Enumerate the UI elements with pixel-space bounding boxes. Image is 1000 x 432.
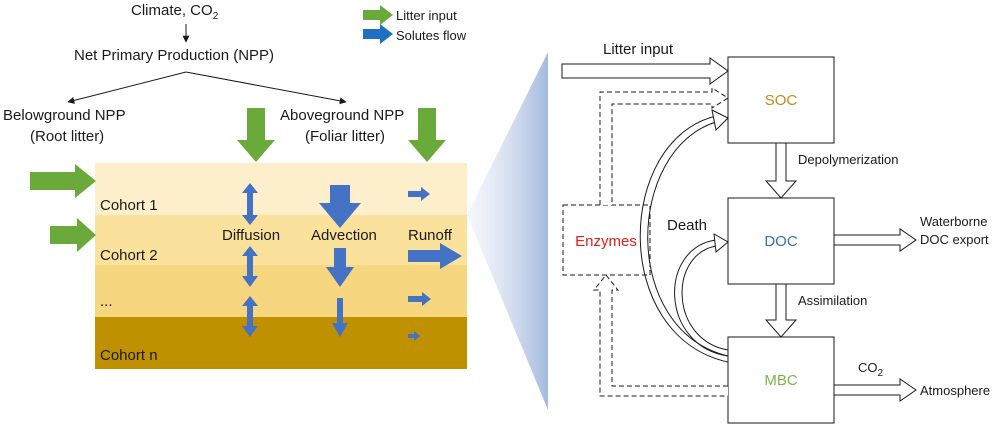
death-to-soc-arrowhead [711, 109, 729, 132]
npp-to-above-arrow [185, 71, 347, 105]
aboveground-litter-arrow-2 [408, 108, 446, 162]
npp-label: Net Primary Production (NPP) [74, 47, 274, 64]
death-to-soc-arrow [647, 121, 729, 357]
model-litter-input-label: Litter input [603, 41, 674, 58]
runoff-arrow-4 [408, 331, 420, 341]
mbc-label: MBC [764, 372, 798, 389]
advection-arrow-1 [319, 185, 361, 228]
waterborne-label-2: DOC export [920, 232, 989, 247]
belowground-label-1: Belowground NPP [3, 107, 126, 124]
legend-solutes-label: Solutes flow [396, 28, 467, 43]
cohort-dots-label: ... [100, 293, 113, 310]
legend-solutes-arrow [363, 24, 393, 44]
npp-to-below-arrow [67, 71, 187, 104]
runoff-label: Runoff [408, 227, 453, 244]
diffusion-arrow-1 [242, 183, 258, 225]
belowground-label-2: (Root litter) [30, 128, 104, 145]
assimilation-label: Assimilation [798, 293, 867, 308]
advection-arrow-3 [332, 298, 348, 337]
death-to-doc-arrow-outer [674, 239, 729, 357]
soil-layer-2 [95, 215, 467, 265]
enzymes-to-soc-dashed-arrow [599, 87, 729, 205]
zoom-wedge [467, 52, 548, 410]
soil-layer-1 [95, 163, 467, 215]
atmosphere-label: Atmosphere [920, 383, 990, 398]
root-litter-arrow-2 [50, 218, 96, 252]
doc-label: DOC [764, 233, 798, 250]
depolymerization-arrow [764, 142, 798, 199]
depolymerization-label: Depolymerization [798, 152, 898, 167]
runoff-arrow-1 [408, 187, 430, 201]
soc-box [727, 56, 835, 144]
legend-litter-arrow [363, 5, 393, 25]
cohort-2-label: Cohort 2 [100, 247, 158, 264]
advection-arrow-2 [326, 248, 354, 287]
model-litter-input-arrow [561, 57, 729, 85]
aboveground-litter-arrow-1 [237, 108, 275, 162]
co2-label: CO2 [858, 360, 884, 379]
enzymes-box [562, 204, 651, 276]
waterborne-label-1: Waterborne [920, 214, 987, 229]
cohort-1-label: Cohort 1 [100, 197, 158, 214]
death-to-soc-arrow-outer [639, 115, 729, 363]
root-litter-arrow-1 [30, 164, 96, 198]
death-to-doc-arrowhead [713, 233, 729, 253]
atmosphere-arrow [833, 378, 917, 402]
climate-label: Climate, CO2 [131, 2, 219, 22]
mbc-to-enzymes-dashed-arrow [592, 274, 728, 397]
diffusion-label: Diffusion [222, 227, 280, 244]
enzymes-label: Enzymes [575, 233, 637, 250]
diffusion-arrow-2 [242, 246, 258, 287]
soil-layer-4 [95, 317, 467, 369]
runoff-arrow-3 [408, 292, 431, 306]
advection-label: Advection [311, 227, 377, 244]
aboveground-label-1: Aboveground NPP [280, 107, 404, 124]
soil-layer-3 [95, 265, 467, 317]
assimilation-arrow [764, 283, 798, 338]
runoff-arrow-2 [408, 243, 462, 269]
diffusion-arrow-3 [242, 296, 258, 337]
aboveground-label-2: (Foliar litter) [305, 128, 385, 145]
death-label: Death [667, 217, 707, 234]
cohort-n-label: Cohort n [100, 347, 158, 364]
soc-label: SOC [765, 92, 798, 109]
death-to-doc-arrow [681, 245, 729, 351]
waterborne-export-arrow [833, 228, 917, 252]
legend-litter-label: Litter input [396, 8, 457, 23]
